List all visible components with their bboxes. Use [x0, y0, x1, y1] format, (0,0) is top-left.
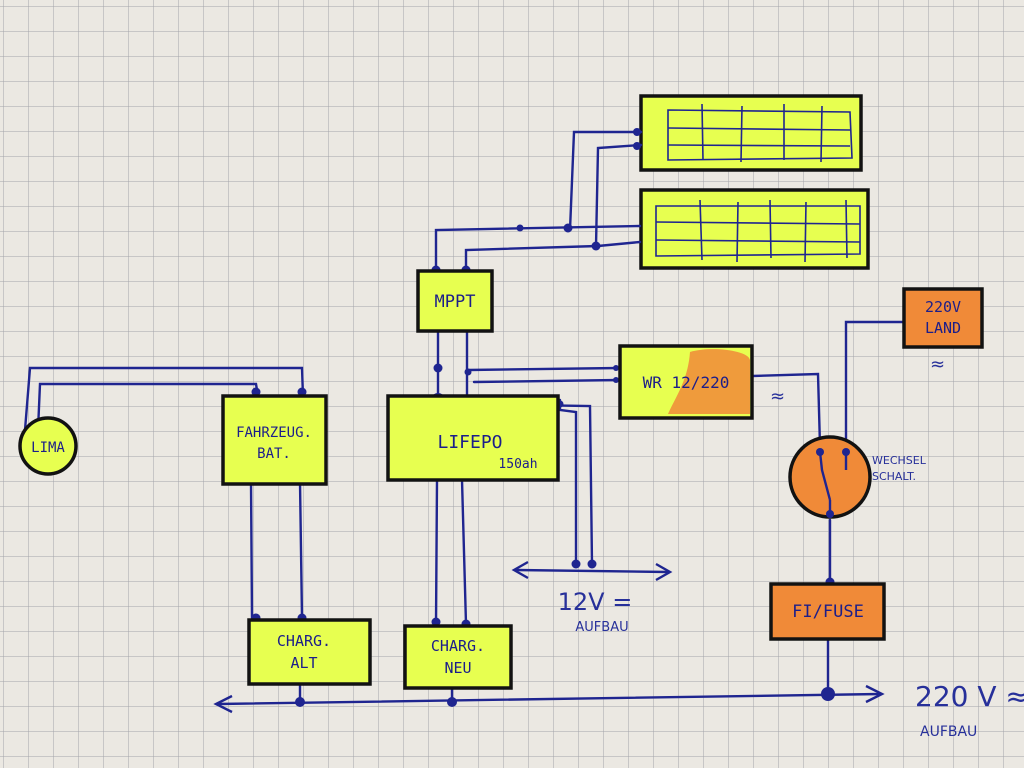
- shore-power-box: 220V LAND: [902, 287, 984, 349]
- shore-power-label-2: LAND: [925, 319, 961, 337]
- aufbau-12v-label: 12V =: [558, 588, 633, 616]
- fuse-label: FI/FUSE: [792, 602, 864, 622]
- vehicle-battery-label-2: BAT.: [257, 446, 291, 462]
- ac-symbol-inverter: ≈: [770, 386, 785, 407]
- alternator-circle: LIMA: [18, 416, 78, 476]
- ac-symbol-land: ≈: [930, 354, 945, 375]
- charger-alt-box: CHARG. ALT: [247, 618, 372, 686]
- inverter-label: WR 12/220: [643, 373, 730, 392]
- shore-power-label-1: 220V: [925, 298, 961, 316]
- charger-alt-label-2: ALT: [290, 654, 317, 672]
- aufbau-220v-sublabel: AUFBAU: [920, 724, 977, 740]
- lifepo-battery-box: LIFEPO 150ah: [386, 394, 560, 482]
- charger-neu-label-2: NEU: [444, 659, 471, 677]
- charger-neu-label-1: CHARG.: [431, 637, 485, 655]
- lifepo-label: LIFEPO: [437, 432, 502, 453]
- junction-dots: [251, 128, 835, 707]
- switch-label-1: WECHSEL: [872, 454, 927, 467]
- alternator-label: LIMA: [31, 440, 65, 456]
- charger-neu-box: CHARG. NEU: [403, 624, 513, 690]
- vehicle-battery-label-1: FAHRZEUG.: [236, 425, 312, 441]
- mppt-box: MPPT: [416, 269, 494, 333]
- lifepo-capacity: 150ah: [498, 457, 537, 472]
- changeover-switch: WECHSEL SCHALT.: [788, 435, 927, 519]
- inverter-box: WR 12/220: [618, 344, 754, 420]
- switch-label-2: SCHALT.: [872, 470, 916, 483]
- aufbau-12v-sublabel: AUFBAU: [575, 620, 628, 635]
- arrowheads: [213, 560, 885, 714]
- vehicle-battery-box: FAHRZEUG. BAT.: [221, 394, 328, 486]
- fuse-box: FI/FUSE: [769, 582, 886, 641]
- solar-panel-icon: [639, 94, 870, 270]
- charger-alt-label-1: CHARG.: [277, 632, 331, 650]
- aufbau-220v-label: 220 V ≈: [915, 680, 1024, 713]
- mppt-label: MPPT: [435, 292, 476, 312]
